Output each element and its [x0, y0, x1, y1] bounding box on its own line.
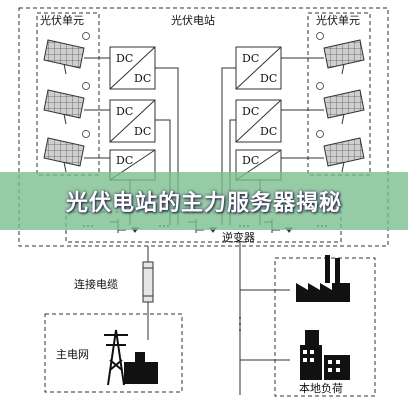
solar-panel-icon [43, 89, 85, 119]
right-pv-unit-label: 光伏单元 [316, 13, 360, 27]
building-windows [303, 350, 340, 372]
solar-panel-icon [323, 137, 365, 167]
solar-panel-icon [43, 137, 85, 167]
substation-icon [124, 352, 158, 384]
sun-icon [316, 82, 324, 90]
converter-label-bottom: DC [260, 72, 277, 85]
converter-label-top: DC [116, 154, 133, 167]
converter-label-bottom: DC [134, 125, 151, 138]
cable-connector [142, 261, 154, 303]
solar-panel-icon [43, 39, 85, 69]
solar-panel-icon [323, 89, 365, 119]
right-solar-panels [323, 39, 365, 173]
station-label: 光伏电站 [171, 13, 215, 27]
grid-boundary [44, 313, 183, 393]
load-label: 本地负荷 [299, 381, 343, 395]
converter-label-top: DC [242, 52, 259, 65]
right-sun-icons [316, 32, 324, 138]
title-banner: 光伏电站的主力服务器揭秘 [0, 172, 408, 230]
converter-label-top: DC [116, 52, 133, 65]
inverter-label: 逆变器 [222, 230, 255, 244]
station-boundary [18, 7, 389, 247]
building-icon [300, 330, 350, 380]
grid-label: 主电网 [56, 348, 89, 361]
left-sun-icons [82, 32, 90, 138]
converter-label-top: DC [242, 154, 259, 167]
transmission-tower-icon [104, 329, 128, 386]
sun-icon [316, 32, 324, 40]
sun-icon [82, 32, 90, 40]
left-solar-panels [43, 39, 85, 173]
converter-label-bottom: DC [134, 72, 151, 85]
sun-icon [82, 82, 90, 90]
sun-icon [316, 130, 324, 138]
left-pv-unit-label: 光伏单元 [40, 13, 84, 27]
sun-icon [82, 130, 90, 138]
cable-label: 连接电缆 [74, 278, 118, 291]
solar-panel-icon [323, 39, 365, 69]
factory-icon [296, 255, 350, 302]
converter-label-top: DC [242, 105, 259, 118]
converter-label-bottom: DC [260, 125, 277, 138]
converter-label-top: DC [116, 105, 133, 118]
inverter-dots [83, 225, 327, 331]
banner-title: 光伏电站的主力服务器揭秘 [65, 191, 342, 216]
right-dc-converters [235, 46, 282, 181]
